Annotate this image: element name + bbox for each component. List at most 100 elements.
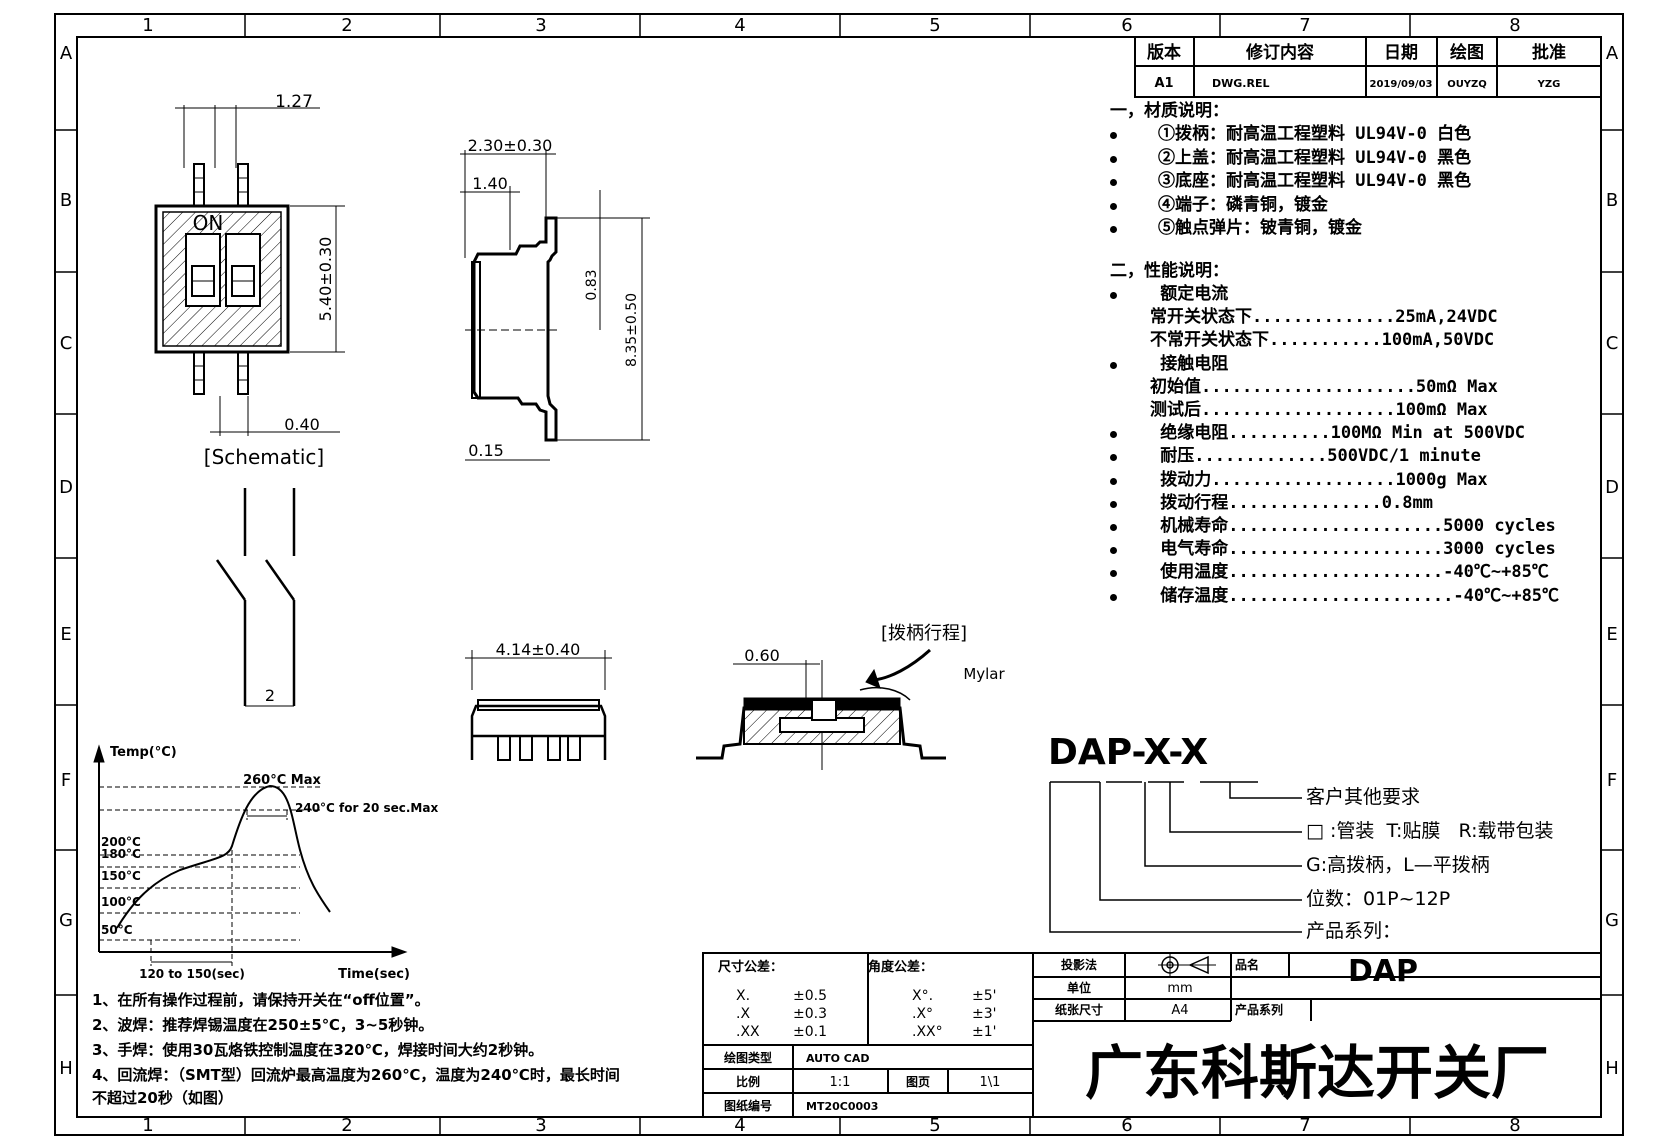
- bullet-icon: [1110, 500, 1117, 508]
- legend-lever: G:高拨柄，L—平拨柄: [1306, 854, 1490, 876]
- ang-tol-0-key: X°.: [912, 988, 933, 1004]
- dim-body: 1.40: [472, 174, 508, 193]
- zone-col-label: 1: [142, 15, 153, 36]
- zone-row-label: H: [1605, 1058, 1619, 1079]
- zone-row-label: F: [61, 770, 71, 791]
- revision-table-text: 版本 修订内容 日期 绘图 批准 A1 DWG.REL 2019/09/03 O…: [1147, 42, 1566, 91]
- page-value: 1\1: [980, 1075, 1001, 1090]
- dim-lead: 0.40: [284, 415, 320, 434]
- dim-pitch: 1.27: [275, 92, 313, 112]
- dim-tol-title: 尺寸公差：: [718, 959, 783, 975]
- on-label: ON: [193, 211, 224, 235]
- material-item: ⑤触点弹片：铍青铜，镀金: [1158, 218, 1362, 238]
- title-block: [702, 952, 1602, 1118]
- product-name-label: 品名: [1235, 957, 1259, 972]
- zone-col-label: 4: [734, 15, 745, 36]
- zone-col-label: 8: [1509, 15, 1520, 36]
- rev-drawn: OUYZQ: [1447, 79, 1487, 90]
- rev-content: DWG.REL: [1212, 77, 1269, 90]
- reflow-temp-180: 180°C: [101, 847, 141, 861]
- section-dim: 0.60: [744, 646, 780, 665]
- paper-label: 纸张尺寸: [1055, 1002, 1103, 1017]
- performance-line: 测试后...................100mΩ Max: [1150, 400, 1488, 420]
- zone-col-label: 8: [1509, 1115, 1520, 1136]
- dim-lead-h: 0.83: [584, 269, 600, 300]
- scale-value: 1:1: [830, 1075, 851, 1090]
- zone-col-label: 3: [535, 15, 546, 36]
- performance-line: 接触电阻: [1150, 353, 1229, 374]
- zone-col-label: 5: [929, 15, 940, 36]
- rev-header-drawn: 绘图: [1450, 42, 1484, 63]
- dim-width: 2.30±0.30: [468, 136, 553, 155]
- section-view-text: 0.60 [拨柄行程] Mylar: [744, 623, 1005, 683]
- bullet-icon: [1110, 454, 1117, 462]
- dim-tol-1-key: .X: [736, 1006, 750, 1022]
- bullet-icon: [1110, 226, 1117, 233]
- zone-row-label: B: [60, 190, 72, 211]
- reflow-x-title: Time(sec): [338, 967, 410, 982]
- zone-col-label: 7: [1299, 1115, 1310, 1136]
- schematic-diagram: [215, 488, 296, 707]
- material-item: ①拨柄：耐高温工程塑料 UL94V-0 白色: [1158, 124, 1472, 144]
- note-5: 不超过20秒（如图）: [92, 1089, 233, 1107]
- performance-line: 储存温度......................-40℃~+85℃: [1150, 585, 1560, 606]
- zone-col-label: 1: [142, 1115, 153, 1136]
- reflow-gridlines: [99, 786, 320, 966]
- rev-version: A1: [1154, 76, 1173, 91]
- performance-line: 常开关状态下..............25mA,24VDC: [1150, 307, 1498, 328]
- zone-row-label: C: [1606, 333, 1619, 354]
- schematic-dim: 2: [265, 686, 275, 705]
- performance-line: 耐压.............500VDC/1 minute: [1150, 446, 1481, 467]
- page-label: 图页: [906, 1075, 930, 1089]
- zone-row-label: G: [59, 910, 73, 931]
- dim-tol-2-key: .XX: [736, 1024, 760, 1040]
- mylar-label: Mylar: [963, 665, 1005, 683]
- reflow-temp-50: 50°C: [101, 923, 133, 937]
- drawing-type: AUTO CAD: [806, 1052, 870, 1065]
- rev-header-approved: 批准: [1532, 42, 1566, 63]
- drawing-no-label: 图纸编号: [724, 1098, 772, 1113]
- materials-title: 一，材质说明：: [1110, 101, 1229, 121]
- zone-col-label: 5: [929, 1115, 940, 1136]
- performance-line: 拨动行程...............0.8mm: [1150, 492, 1433, 513]
- bullet-icon: [1110, 547, 1117, 555]
- zone-row-label: H: [59, 1058, 73, 1079]
- note-4: 4、回流焊：（SMT型）回流炉最高温度为260℃，温度为240℃时，最长时间: [92, 1066, 620, 1084]
- product-series-label: 产品系列: [1235, 1002, 1283, 1017]
- unit-label: 单位: [1067, 980, 1091, 995]
- bullet-icon: [1110, 155, 1117, 163]
- material-item: ②上盖：耐高温工程塑料 UL94V-0 黑色: [1158, 147, 1472, 168]
- part-number-code: DAP-X-X: [1048, 732, 1208, 773]
- dim-total: 8.35±0.50: [624, 293, 640, 367]
- scale-label: 比例: [736, 1074, 760, 1089]
- reflow-temp-200: 200°C: [101, 835, 141, 849]
- zone-row-label: E: [60, 624, 71, 645]
- title-block-values: mm A4 1:1 1\1 X. ±0.5 .X ±0.3 .XX ±0.1 X…: [736, 981, 1193, 1090]
- zone-row-label: C: [60, 333, 73, 354]
- performance-line: 额定电流: [1150, 284, 1229, 304]
- performance-line: 电气寿命.....................3000 cycles: [1150, 539, 1556, 560]
- performance-line: 拨动力..................1000g Max: [1150, 469, 1488, 490]
- legend-customer: 客户其他要求: [1306, 786, 1421, 808]
- zone-col-label: 3: [535, 1115, 546, 1136]
- front-view: [465, 650, 612, 761]
- top-view-text: 1.27 ON 5.40±0.30 0.40 [Schematic]: [193, 92, 335, 469]
- zone-col-label: 2: [341, 15, 352, 36]
- reflow-temp-100: 100°C: [101, 895, 141, 909]
- bullet-icon: [1110, 179, 1117, 186]
- reflow-chart-text: Temp(°C) Time(sec) 260°C Max 240°C for 2…: [101, 745, 438, 982]
- legend-positions: 位数：01P~12P: [1306, 888, 1451, 910]
- zone-row-label: E: [1606, 624, 1617, 645]
- side-view-text: 2.30±0.30 1.40 0.83 8.35±0.50 0.15: [468, 136, 640, 460]
- ang-tol-0-val: ±5': [972, 988, 997, 1004]
- ang-tol-2-val: ±1': [972, 1024, 997, 1040]
- reflow-hold-label: 240°C for 20 sec.Max: [295, 801, 438, 815]
- note-3: 3、手焊：使用30瓦烙铁控制温度在320℃，焊接时间大约2秒钟。: [92, 1041, 544, 1059]
- dim-tol-2-val: ±0.1: [793, 1024, 827, 1040]
- ang-tol-2-key: .XX°: [912, 1024, 943, 1040]
- zone-row-label: D: [1605, 477, 1619, 498]
- performance-line: 绝缘电阻..........100MΩ Min at 500VDC: [1150, 423, 1526, 444]
- performance-title: 二，性能说明：: [1110, 261, 1229, 281]
- bullet-icon: [1110, 570, 1117, 578]
